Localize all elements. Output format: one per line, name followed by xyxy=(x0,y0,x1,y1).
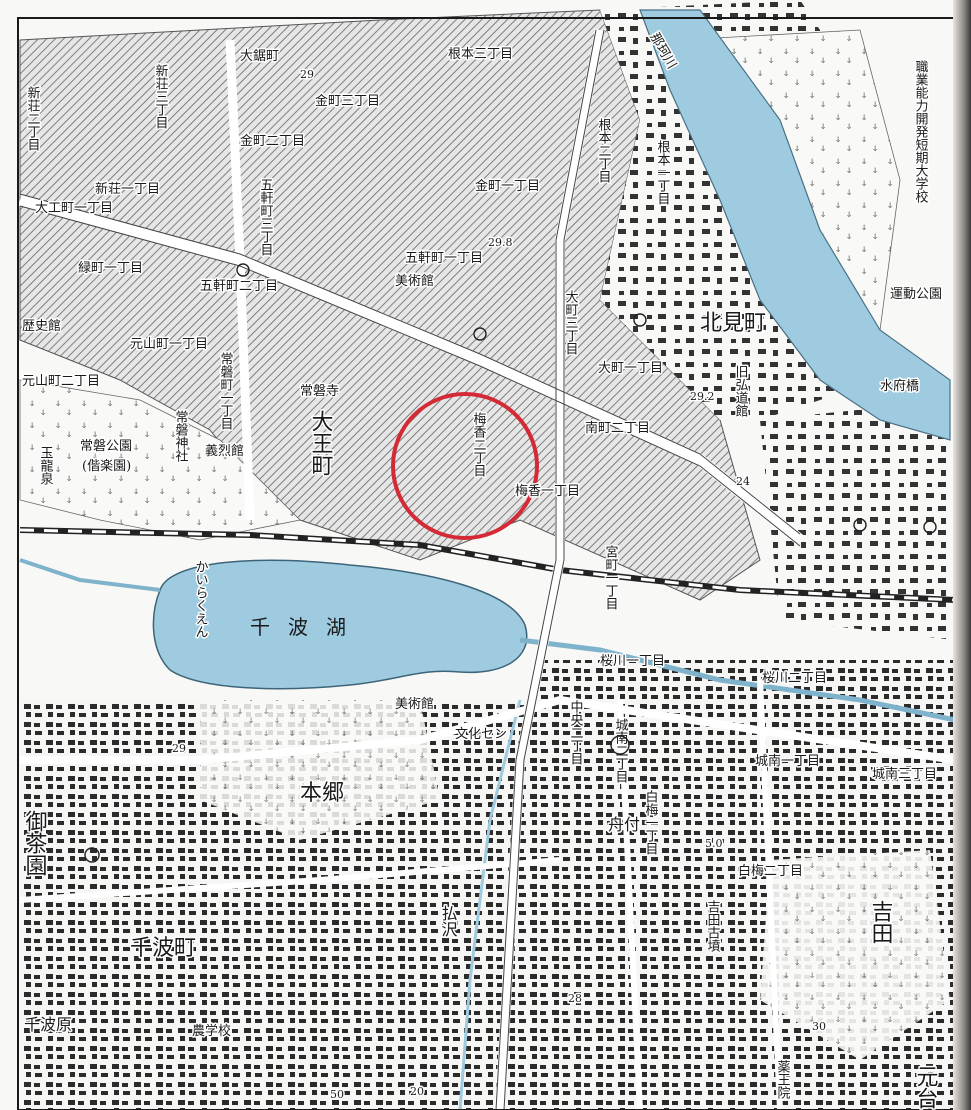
south-stream xyxy=(458,699,522,1110)
map-symbols xyxy=(84,263,937,863)
naka-river xyxy=(639,9,951,441)
office-icon xyxy=(610,735,630,755)
landmark-labels: 歴史館 美術館 美術館 文化セン 常磐公園 (偕楽園) 常磐神社 義烈館 常磐寺… xyxy=(21,59,944,1101)
label-jonan-1: 城南一丁目 xyxy=(755,753,820,769)
label-kairakuen-station: かいらくえん xyxy=(193,560,208,638)
railway-line xyxy=(19,527,956,603)
label-kanemachi-3: 金町三丁目 xyxy=(315,93,380,109)
label-yakuouin: 薬王院 xyxy=(775,1060,791,1099)
label-ogaricho: 大鋸町 xyxy=(240,49,279,64)
kairakuen-park-area xyxy=(19,379,301,541)
elevation-9: 20 xyxy=(410,1085,424,1098)
senba-lake xyxy=(152,559,528,690)
yoshida-wooded-area xyxy=(760,850,950,1060)
page-edge-shadow xyxy=(953,0,971,1110)
elevation-5: 28 xyxy=(568,992,582,1005)
sakura-river xyxy=(519,637,956,723)
label-nogakko: 農学校 xyxy=(192,1023,231,1039)
label-senba-lake: 千波湖 xyxy=(250,615,364,639)
shrine-icon xyxy=(84,847,100,863)
label-sports-park: 運動公園 xyxy=(890,287,942,302)
elevation-1: 29 xyxy=(300,68,314,81)
label-history-museum: 歴史館 xyxy=(22,319,61,334)
district-labels: 大王町 北見町 本郷 千波町 千波原 吉田 元台 御茶園 払沢 舟付 xyxy=(20,310,939,1110)
label-niiso-1: 新荘一丁目 xyxy=(95,181,160,197)
police-icon xyxy=(853,518,867,532)
label-sakuragawa-2: 桜川二丁目 xyxy=(762,671,827,686)
label-umeka-1: 梅香一丁目 xyxy=(515,484,580,499)
label-motoyama-1: 元山町一丁目 xyxy=(130,337,208,352)
label-tokiwa-shrine: 常磐神社 xyxy=(173,410,189,462)
label-yoshida: 吉田 xyxy=(868,900,893,944)
label-nemoto-3: 根本三丁目 xyxy=(448,47,513,62)
label-niiso-2: 新荘二丁目 xyxy=(25,85,41,151)
label-motoyama-2: 元山町二丁目 xyxy=(22,374,100,389)
label-culture-center: 文化セン xyxy=(455,727,507,742)
elevation-3: 29.8 xyxy=(488,236,513,249)
elevation-7: 5.0 xyxy=(705,837,723,850)
label-niiso-3: 新荘三丁目 xyxy=(153,63,169,129)
label-senba: 千波町 xyxy=(130,936,196,961)
label-chuo-2: 中央二丁目 xyxy=(568,700,584,765)
label-goken-3: 五軒町三丁目 xyxy=(258,178,274,256)
label-midori-1: 緑町一丁目 xyxy=(78,261,143,276)
label-tokiwa-1: 常磐町一丁目 xyxy=(218,352,234,430)
post-office-icon xyxy=(236,263,250,277)
label-miyamachi-1: 宮町一丁目 xyxy=(603,544,619,610)
label-goken-2: 五軒町二丁目 xyxy=(200,279,278,294)
elevation-6: 30 xyxy=(812,1020,826,1033)
label-senbahara: 千波原 xyxy=(24,1015,72,1034)
label-jonan-3: 城南三丁目 xyxy=(872,766,937,782)
label-harasawa: 払沢 xyxy=(439,905,458,937)
label-polytech: 職業能力開発短期大学校 xyxy=(913,60,929,203)
label-jonan-2: 城南二丁目 xyxy=(613,718,629,783)
label-hongo: 本郷 xyxy=(300,781,344,806)
chome-labels: 根本三丁目 根本二丁目 根本一丁目 新荘二丁目 新荘三丁目 新荘一丁目 大工町一… xyxy=(21,46,939,881)
label-omachi-1: 大町一丁目 xyxy=(598,361,663,376)
hospital-icon xyxy=(923,520,937,534)
road-network xyxy=(18,29,956,1110)
label-ochanomizu: 御茶園 xyxy=(22,810,48,876)
label-omachi-3: 大町三丁目 xyxy=(563,290,579,355)
label-goken-1: 五軒町一丁目 xyxy=(405,251,483,266)
label-tokiwa-temple: 常磐寺 xyxy=(300,384,339,399)
school-icon xyxy=(633,313,647,327)
elevation-4: 29.2 xyxy=(690,390,715,403)
route-number: 50 xyxy=(330,1088,344,1101)
label-kanemachi-1: 金町一丁目 xyxy=(475,178,540,194)
label-funatsuki: 舟付 xyxy=(608,815,640,834)
road-edges xyxy=(19,29,801,1110)
label-kitami: 北見町 xyxy=(700,311,766,336)
label-umeka-2: 梅香二丁目 xyxy=(471,412,487,477)
label-mito-bridge: 水府橋 xyxy=(880,379,919,394)
label-sakuragawa-1: 桜川一丁目 xyxy=(600,654,665,669)
label-minamimachi-2: 南町二丁目 xyxy=(585,420,650,436)
label-yoshida-kofun: 吉田古墳 xyxy=(705,900,721,952)
label-daio: 大王町 xyxy=(308,410,334,476)
elevation-labels: 29 29 29.8 29.2 28 30 5.0 24 20 50 xyxy=(171,67,828,1103)
label-kairakuen: (偕楽園) xyxy=(82,458,131,474)
label-art-museum-lake: 美術館 xyxy=(395,697,434,712)
label-motodai: 元台 xyxy=(913,1065,938,1109)
label-kyu-koudou: 旧弘道館 xyxy=(733,365,749,417)
label-okubo-1: 大工町一丁目 xyxy=(35,201,113,216)
station-icon xyxy=(473,327,487,341)
elevation-2: 29 xyxy=(172,742,186,755)
label-shiraume-1: 白梅一丁目 xyxy=(643,789,659,855)
label-nemoto-1: 根本一丁目 xyxy=(655,140,671,205)
highlight-circle xyxy=(391,392,539,540)
label-gishu-kan: 義烈館 xyxy=(205,443,244,459)
label-art-museum-top: 美術館 xyxy=(395,274,434,289)
elevation-8: 24 xyxy=(736,475,750,488)
hongo-wooded-area xyxy=(200,700,440,840)
west-stream xyxy=(19,558,161,592)
label-gyokuryusen: 玉龍泉 xyxy=(38,446,54,485)
label-nemoto-2: 根本二丁目 xyxy=(596,118,612,183)
label-tokiwa-park: 常磐公園 xyxy=(80,439,132,454)
label-shiraume-2: 白梅二丁目 xyxy=(738,863,803,879)
label-kanemachi-2: 金町二丁目 xyxy=(240,133,305,149)
